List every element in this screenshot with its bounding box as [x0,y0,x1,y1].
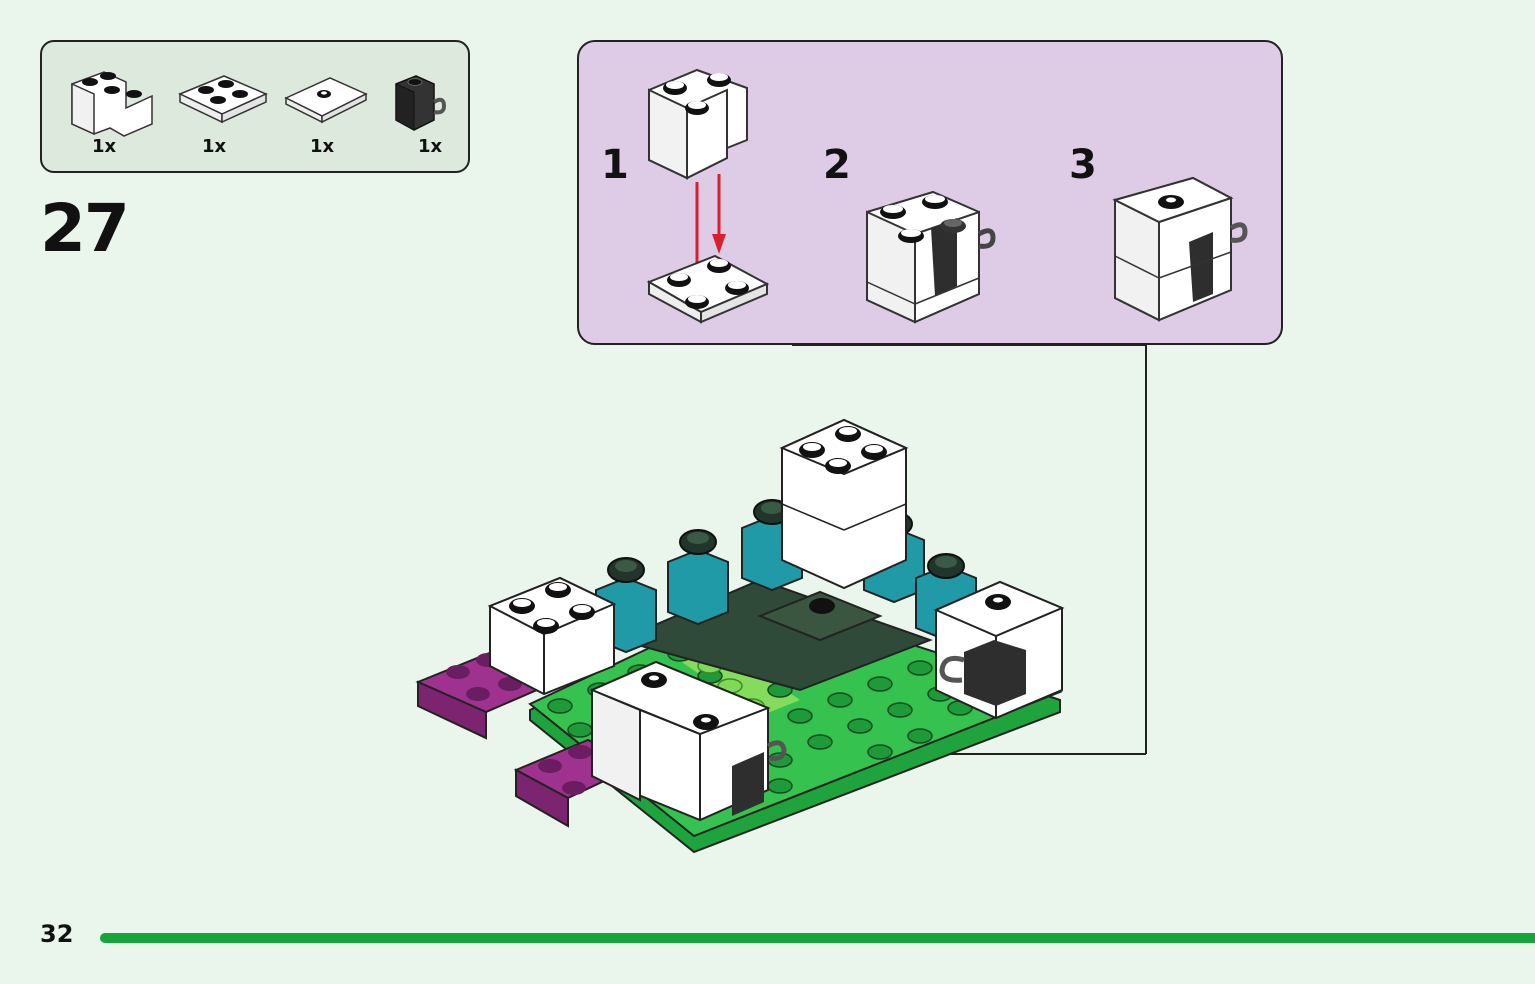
part-quantity: 1x [202,136,227,157]
dark-gray-clip-brick-icon [395,75,447,131]
sub-step-number-1: 1 [601,142,629,188]
part-corner-brick: 1x [64,64,164,164]
sub-assembly-callout: 1 2 3 [577,40,1283,345]
white-2x2-jumper-tile-icon [284,77,368,124]
part-quantity: 1x [92,136,117,157]
part-quantity: 1x [418,136,443,157]
sub-step-2-illustration [866,190,996,324]
sub-step-1-illustration [646,68,770,324]
step-number: 27 [40,190,130,267]
page-number: 32 [40,920,74,948]
sub-step-number-3: 3 [1069,142,1097,188]
sub-step-3-illustration [1112,176,1248,322]
white-2x2-plate-icon [178,75,268,124]
part-clip-brick: 1x [390,64,490,164]
part-2x2-plate: 1x [174,64,274,164]
parts-list-box: 1x 1x 1x 1x [40,40,470,173]
sub-step-number-2: 2 [823,142,851,188]
main-model-illustration [415,418,1065,854]
part-quantity: 1x [310,136,335,157]
white-corner-brick-icon [71,71,153,137]
page-progress-bar [100,933,1535,943]
part-jumper-tile: 1x [282,64,382,164]
